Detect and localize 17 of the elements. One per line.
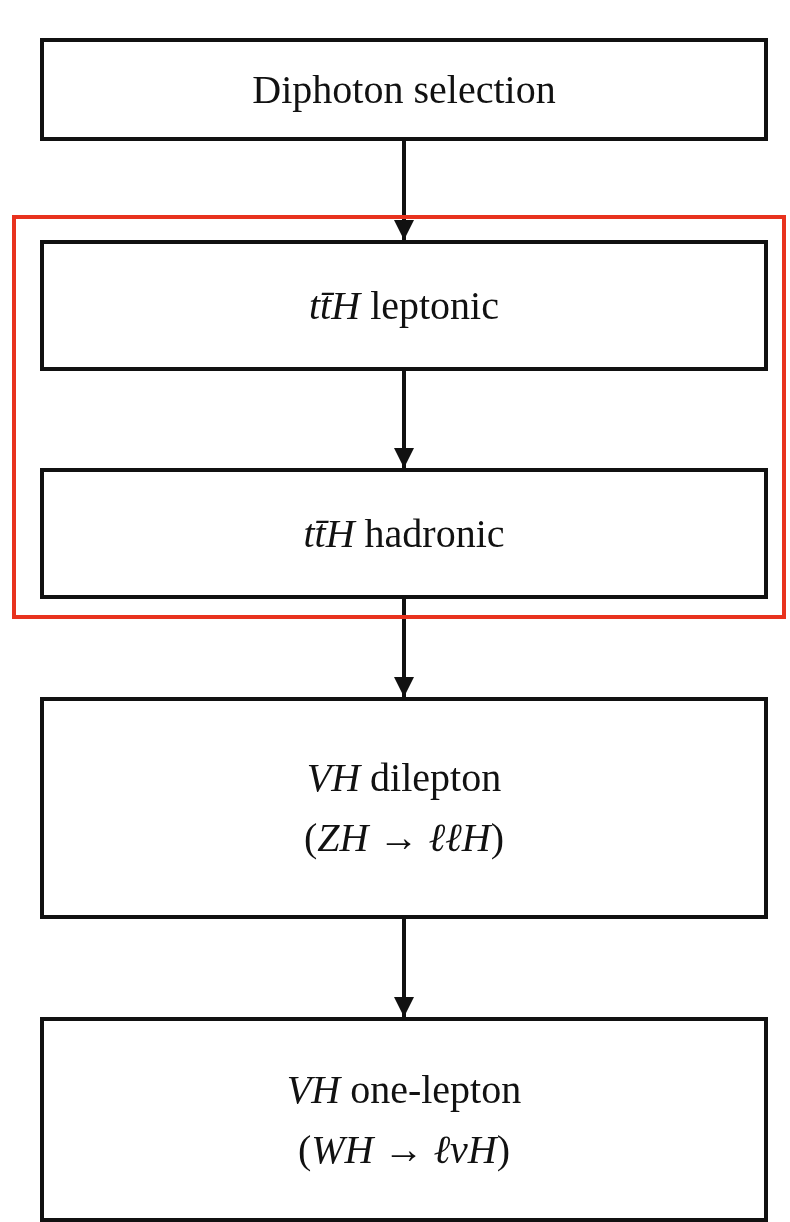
process-box bbox=[40, 468, 768, 599]
process-box bbox=[40, 697, 768, 919]
highlight-frame bbox=[12, 215, 786, 619]
box-label: VH one-lepton bbox=[286, 1065, 522, 1114]
process-box bbox=[40, 240, 768, 371]
process-box bbox=[40, 38, 768, 141]
arrow bbox=[394, 919, 414, 1017]
box-label: (ZH → ℓℓH) bbox=[304, 814, 504, 862]
box-label: (WH → ℓνH) bbox=[297, 1125, 511, 1174]
process-box bbox=[40, 1017, 768, 1222]
box-label: tt̄H leptonic bbox=[309, 281, 499, 330]
arrow bbox=[394, 599, 414, 697]
box-label: VH dilepton bbox=[306, 754, 502, 802]
box-label: Diphoton selection bbox=[252, 65, 556, 114]
box-label: tt̄H hadronic bbox=[303, 509, 505, 558]
arrow bbox=[394, 371, 414, 468]
arrow bbox=[394, 141, 414, 240]
